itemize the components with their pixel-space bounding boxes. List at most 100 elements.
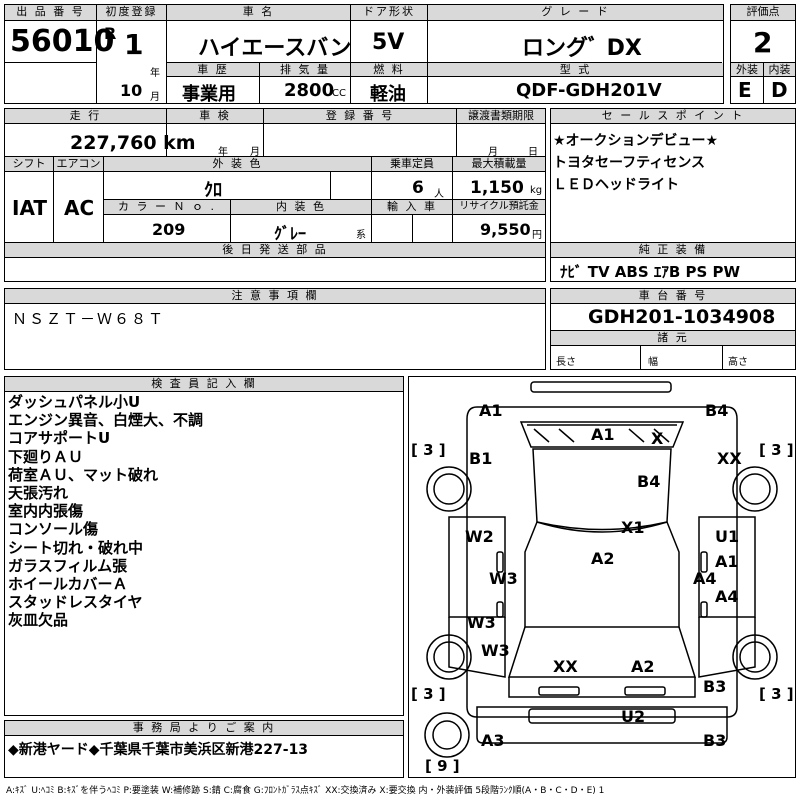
name-label: 車 名 <box>167 5 350 21</box>
car-diagram: A1 B4 A1 X B1 XX B4 X1 W2 U1 A1 A2 W3 A4… <box>408 376 796 778</box>
ext-label: 外装 <box>731 63 763 77</box>
capacity-unit: 人 <box>434 189 444 200</box>
mark: A4 <box>693 569 717 588</box>
mark: XX <box>717 449 742 468</box>
mark: XX <box>553 657 578 676</box>
history-label: 車 歴 <box>167 63 259 77</box>
inspector-line: スタッドレスタイヤ <box>8 593 143 612</box>
displacement: 2800 <box>284 80 335 101</box>
int-label: 内装 <box>764 63 795 77</box>
door-type: 5V <box>372 30 405 55</box>
mark: B4 <box>637 472 661 491</box>
notes-text: ＮＳＺＴ－Ｗ６８Ｔ <box>12 310 166 328</box>
inspector-line: ダッシュパネル小U <box>8 393 141 411</box>
int-grade: D <box>771 78 788 102</box>
mark: A2 <box>631 657 655 676</box>
later-parts-label: 後 日 発 送 部 品 <box>5 243 545 258</box>
capacity: 6 <box>412 178 424 198</box>
mileage-label: 走 行 <box>5 109 166 124</box>
tire-mark: [ 3 ] <box>411 685 446 703</box>
recycle-unit: 円 <box>532 230 542 241</box>
mark: B1 <box>469 449 493 468</box>
transfer-label: 譲渡書類期限 <box>457 109 545 124</box>
grade: ロングﾞ DX <box>522 36 642 61</box>
inspector-line: 天張汚れ <box>8 484 69 503</box>
car-name: ハイエースバン <box>198 36 352 61</box>
load-label: 最大積載量 <box>453 157 545 172</box>
dim-width: 幅 <box>648 357 658 368</box>
mark: A4 <box>715 587 739 606</box>
recycle: 9,550 <box>480 220 531 239</box>
inspector-lines: ダッシュパネル小U エンジン異音、白煙大、不調 コアサポートU 下廻りＡＵ 荷室… <box>8 393 203 630</box>
era: R <box>104 24 117 43</box>
chassis-number: GDH201-1034908 <box>588 306 776 328</box>
reg-month: 10 <box>120 81 143 100</box>
reg-number-label: 登 録 番 号 <box>264 109 456 124</box>
notes-label: 注 意 事 項 欄 <box>5 289 545 304</box>
mark: U1 <box>715 527 740 546</box>
inspector-label: 検 査 員 記 入 欄 <box>5 377 403 392</box>
mileage: 227,760 km <box>70 132 196 154</box>
color-no-label: カ ラ ー Ｎ ｏ . <box>104 200 230 215</box>
mark: W3 <box>481 641 510 660</box>
lot-number: 56010 <box>10 24 115 59</box>
equipment: ﾅﾋﾞ TV ABS ｴｱB PS PW <box>560 263 741 281</box>
load-unit: kg <box>530 185 543 196</box>
selling-label: セ ー ル ス ポ イ ン ト <box>551 109 795 124</box>
car-outline <box>424 381 778 758</box>
reg-year: 1 <box>124 28 144 61</box>
ac: AC <box>64 196 95 220</box>
ext-grade: E <box>738 78 752 102</box>
import-label: 輸 入 車 <box>372 200 452 215</box>
inspection-month: 月 <box>250 147 260 158</box>
load: 1,150 <box>470 178 524 198</box>
shift: IAT <box>12 196 48 220</box>
chassis-label: 車 台 番 号 <box>551 289 795 304</box>
inspector-line: 室内内張傷 <box>8 502 84 521</box>
mark: W3 <box>489 569 518 588</box>
mark: A2 <box>591 549 615 568</box>
fuel-label: 燃 料 <box>351 63 427 77</box>
grade-label: グ レ ー ド <box>428 5 723 21</box>
dims-label: 諸 元 <box>551 331 795 346</box>
mark: X <box>651 429 664 448</box>
first-reg-label: 初度登録 <box>97 5 166 21</box>
int-color-unit: 系 <box>356 230 366 241</box>
score-value: 2 <box>753 26 773 59</box>
mark: A1 <box>591 425 615 444</box>
inspector-line: コアサポートU <box>8 429 111 448</box>
int-color-label: 内 装 色 <box>231 200 371 215</box>
mark: U2 <box>621 707 646 726</box>
mark: A1 <box>715 552 739 571</box>
ext-color: ｸﾛ <box>204 180 222 201</box>
office-text: ◆新港ヤード◆千葉県千葉市美浜区新港227-13 <box>8 742 309 758</box>
inspection-label: 車 検 <box>167 109 263 124</box>
fuel: 軽油 <box>370 84 406 105</box>
mark: A3 <box>481 731 505 750</box>
score-label: 評価点 <box>731 5 795 21</box>
lot-label: 出 品 番 号 <box>5 5 96 21</box>
mark: B4 <box>705 401 729 420</box>
history: 事業用 <box>182 84 236 105</box>
mark: B3 <box>703 677 727 696</box>
selling-point-3: ＬＥＤヘッドライト <box>553 177 679 193</box>
mark: B3 <box>703 731 727 750</box>
inspector-box <box>4 376 404 716</box>
inspector-line: コンソール傷 <box>8 520 99 539</box>
model-code: QDF-GDH201V <box>516 80 662 101</box>
inspector-line: シート切れ・破れ中 <box>8 538 144 557</box>
transfer-month: 月 <box>488 147 498 158</box>
displacement-label: 排 気 量 <box>260 63 350 77</box>
mark: W3 <box>467 613 496 632</box>
int-color: ｸﾞﾚｰ <box>274 224 307 243</box>
inspector-line: ガラスフィルム張 <box>8 556 128 575</box>
door-label: ドア形状 <box>351 5 427 21</box>
tire-mark: [ 3 ] <box>759 441 794 459</box>
recycle-label: リサイクル預託金 <box>453 200 545 215</box>
selling-point-2: トヨタセーフティセンス <box>553 155 706 171</box>
year-unit: 年 <box>150 68 160 79</box>
tire-mark: [ 3 ] <box>759 685 794 703</box>
month-unit: 月 <box>150 92 160 103</box>
equipment-label: 純 正 装 備 <box>551 243 795 258</box>
legend: A:ｷｽﾞ U:ﾍｺﾐ B:ｷｽﾞを伴うﾍｺﾐ P:要塗装 W:補修跡 S:錆 … <box>6 786 605 796</box>
